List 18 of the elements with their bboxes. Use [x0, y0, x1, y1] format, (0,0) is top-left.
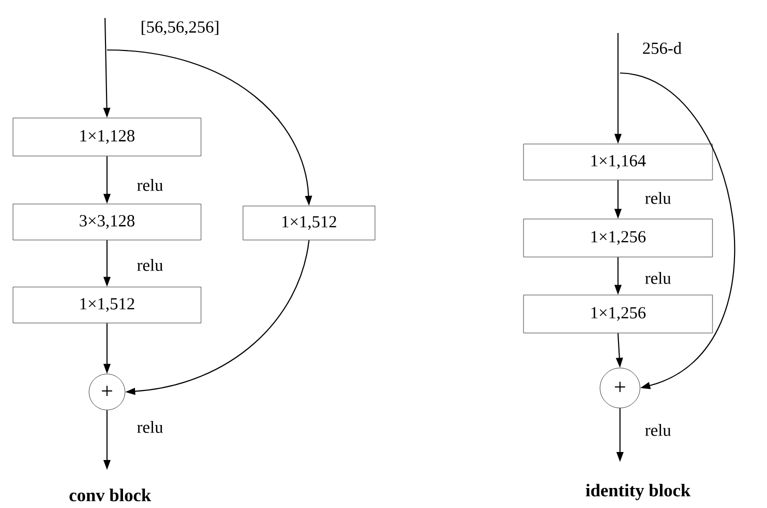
edge-label: relu — [136, 258, 164, 272]
layer-box: 1×1,512 — [12, 286, 202, 324]
edge-label: relu — [136, 420, 164, 434]
block-title: identity block — [586, 484, 691, 500]
layer-box: 1×1,256 — [523, 294, 713, 334]
layer-box: 1×1,256 — [523, 218, 713, 258]
block-title: conv block — [70, 488, 152, 502]
layer-box: 3×3,128 — [12, 204, 202, 240]
edge-label: relu — [644, 271, 672, 285]
layer-box: 1×1,164 — [523, 144, 713, 180]
edge-label: [56,56,256] — [140, 20, 221, 36]
layer-box: 1×1,512 — [242, 206, 376, 240]
layer-box: 1×1,128 — [12, 118, 202, 156]
arrow — [620, 72, 736, 390]
edge-label: relu — [644, 191, 672, 205]
edge-label: relu — [644, 423, 672, 437]
edge-label: relu — [136, 178, 164, 192]
edge-label: 256-d — [641, 41, 683, 55]
